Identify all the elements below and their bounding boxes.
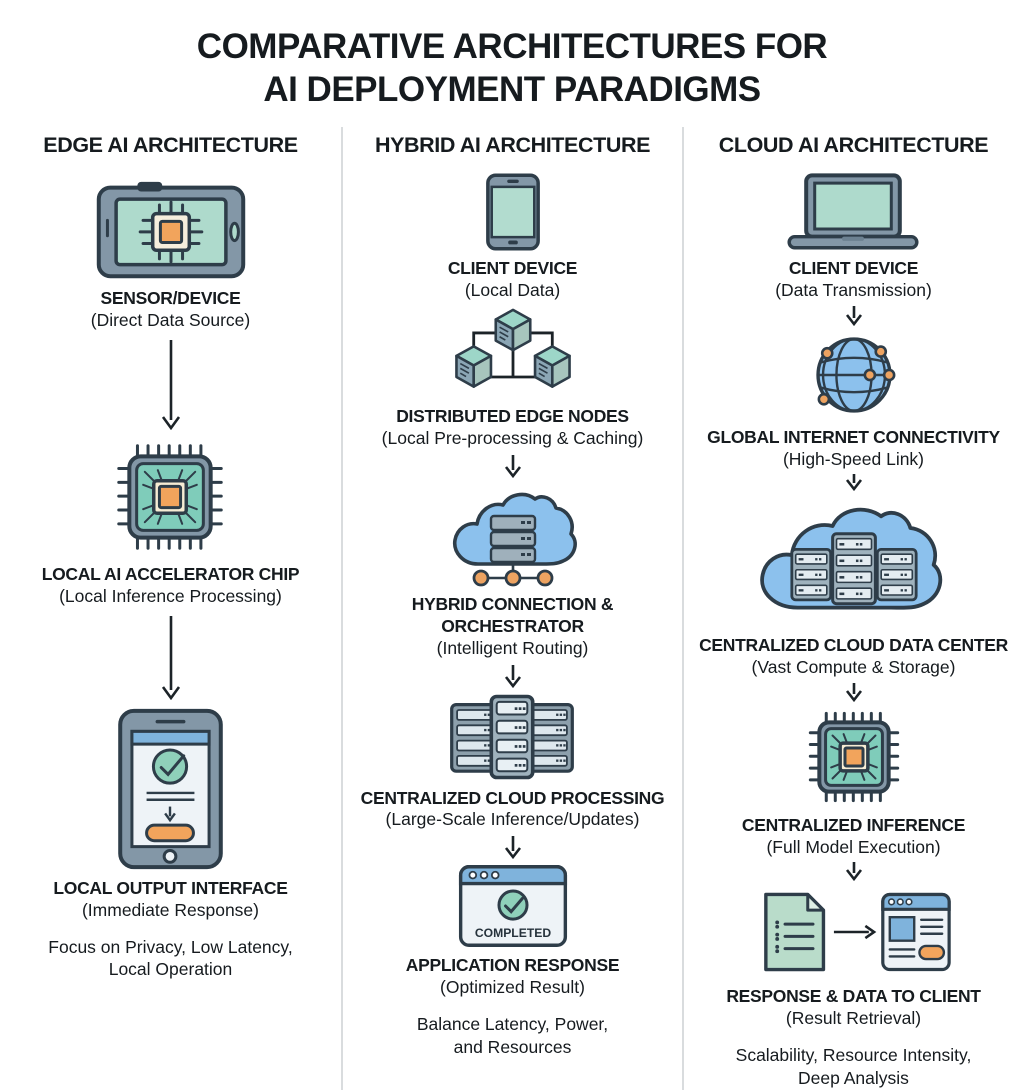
hybrid-footer-line2: and Resources <box>453 1036 572 1057</box>
page-title-line1: COMPARATIVE ARCHITECTURES FOR <box>196 27 828 66</box>
edge-nodes-icon <box>447 308 579 400</box>
edge-chip-title: LOCAL AI ACCELERATOR CHIP <box>41 564 300 585</box>
edge-footer: Focus on Privacy, Low Latency, Local Ope… <box>48 936 292 982</box>
column-edge: EDGE AI ARCHITECTURE <box>0 127 341 1089</box>
page-title-line2: AI DEPLOYMENT PARADIGMS <box>263 69 761 109</box>
column-cloud-header: CLOUD AI ARCHITECTURE <box>718 133 989 158</box>
accelerator-chip-icon <box>109 436 231 558</box>
edge-chip-node: LOCAL AI ACCELERATOR CHIP (Local Inferen… <box>42 436 300 608</box>
smartphone-icon <box>484 172 542 252</box>
hybrid-client-subtitle: (Local Data) <box>464 280 561 301</box>
hybrid-nodes-subtitle: (Local Pre-processing & Caching) <box>381 428 644 448</box>
inference-chip-icon <box>802 705 906 809</box>
down-arrow <box>845 473 862 491</box>
cloud-response-subtitle: (Result Retrieval) <box>785 1008 922 1029</box>
hybrid-response-subtitle: (Optimized Result) <box>440 977 585 998</box>
hybrid-nodes-node: DISTRIBUTED EDGE NODES (Local Pre-proces… <box>381 308 644 450</box>
cloud-datacenter-subtitle: (Vast Compute & Storage) <box>751 656 956 677</box>
cloud-footer-line1: Scalability, Resource Intensity, <box>735 1045 972 1066</box>
edge-footer-line2: Local Operation <box>108 959 233 980</box>
globe-icon <box>808 329 900 421</box>
column-hybrid-header: HYBRID AI ARCHITECTURE <box>374 133 651 158</box>
column-edge-header: EDGE AI ARCHITECTURE <box>43 133 298 158</box>
cloud-client-subtitle: (Data Transmission) <box>775 280 932 301</box>
cloud-client-node: CLIENT DEVICE (Data Transmission) <box>775 172 932 302</box>
phone-output-icon <box>113 706 228 872</box>
cloud-datacenter-title: CENTRALIZED CLOUD DATA CENTER <box>699 634 1008 655</box>
cloud-client-title: CLIENT DEVICE <box>788 258 919 279</box>
hybrid-nodes-title: DISTRIBUTED EDGE NODES <box>396 406 629 427</box>
edge-sensor-title: SENSOR/DEVICE <box>100 288 241 309</box>
edge-output-subtitle: (Immediate Response) <box>81 899 259 920</box>
column-cloud: CLOUD AI ARCHITECTURE CLIENT DEVICE (Dat… <box>682 127 1023 1090</box>
cloud-footer: Scalability, Resource Intensity, Deep An… <box>736 1044 972 1090</box>
down-arrow <box>504 454 521 478</box>
cloud-response-title: RESPONSE & DATA TO CLIENT <box>726 986 981 1007</box>
edge-chip-subtitle: (Local Inference Processing) <box>59 586 282 606</box>
cloud-datacenter-node: CENTRALIZED CLOUD DATA CENTER (Vast Comp… <box>699 493 1008 679</box>
server-racks-icon <box>442 692 582 782</box>
cloud-response-node: RESPONSE & DATA TO CLIENT (Result Retrie… <box>726 884 981 1030</box>
down-arrow <box>845 306 862 327</box>
column-hybrid: HYBRID AI ARCHITECTURE CLIENT DEVICE (Lo… <box>341 127 682 1090</box>
cloud-internet-node: GLOBAL INTERNET CONNECTIVITY (High-Speed… <box>707 329 1000 471</box>
hybrid-orchestrator-subtitle: (Intelligent Routing) <box>436 637 589 658</box>
cloud-footer-line2: Deep Analysis <box>798 1067 909 1088</box>
hybrid-client-node: CLIENT DEVICE (Local Data) <box>448 172 577 302</box>
hybrid-footer-line1: Balance Latency, Power, <box>416 1014 609 1034</box>
edge-output-node: LOCAL OUTPUT INTERFACE (Immediate Respon… <box>53 706 288 922</box>
infographic: COMPARATIVE ARCHITECTURES FOR AI DEPLOYM… <box>0 26 1024 1090</box>
doc-to-browser-icon <box>741 884 967 980</box>
hybrid-processing-subtitle: (Large-Scale Inference/Updates) <box>385 809 640 830</box>
page-title: COMPARATIVE ARCHITECTURES FOR AI DEPLOYM… <box>0 26 1024 111</box>
hybrid-response-node: COMPLETED APPLICATION RESPONSE (Optimize… <box>405 863 620 999</box>
hybrid-orchestrator-node: HYBRID CONNECTION & ORCHESTRATOR (Intell… <box>395 482 630 660</box>
edge-footer-line1: Focus on Privacy, Low Latency, <box>48 936 293 957</box>
hybrid-response-title: APPLICATION RESPONSE <box>405 955 620 976</box>
cloud-internet-title: GLOBAL INTERNET CONNECTIVITY <box>707 427 1000 448</box>
down-arrow <box>504 836 521 860</box>
edge-output-title: LOCAL OUTPUT INTERFACE <box>53 877 288 898</box>
cloud-inference-title: CENTRALIZED INFERENCE <box>741 814 966 835</box>
edge-sensor-subtitle: (Direct Data Source) <box>90 310 251 331</box>
edge-sensor-node: SENSOR/DEVICE (Direct Data Source) <box>86 178 256 332</box>
down-arrow <box>845 682 862 702</box>
completed-label: COMPLETED <box>474 926 550 940</box>
hybrid-processing-title: CENTRALIZED CLOUD PROCESSING <box>360 787 665 808</box>
down-arrow <box>161 340 180 431</box>
cloud-inference-subtitle: (Full Model Execution) <box>766 836 941 857</box>
columns: EDGE AI ARCHITECTURE <box>0 127 1024 1090</box>
hybrid-processing-node: CENTRALIZED CLOUD PROCESSING (Large-Scal… <box>361 692 665 832</box>
hybrid-client-title: CLIENT DEVICE <box>447 258 578 279</box>
browser-completed-icon: COMPLETED <box>455 863 571 949</box>
cloud-datacenter-icon <box>746 493 962 629</box>
laptop-icon <box>778 172 928 252</box>
down-arrow <box>504 664 521 688</box>
cloud-internet-subtitle: (High-Speed Link) <box>782 449 925 469</box>
down-arrow <box>161 615 180 700</box>
hybrid-orchestrator-title: HYBRID CONNECTION & ORCHESTRATOR <box>411 593 614 636</box>
down-arrow <box>845 862 862 882</box>
cloud-inference-node: CENTRALIZED INFERENCE (Full Model Execut… <box>742 705 965 859</box>
cloud-orchestrator-icon <box>443 482 583 588</box>
hybrid-footer: Balance Latency, Power, and Resources <box>417 1013 608 1059</box>
tablet-sensor-icon <box>86 182 256 282</box>
